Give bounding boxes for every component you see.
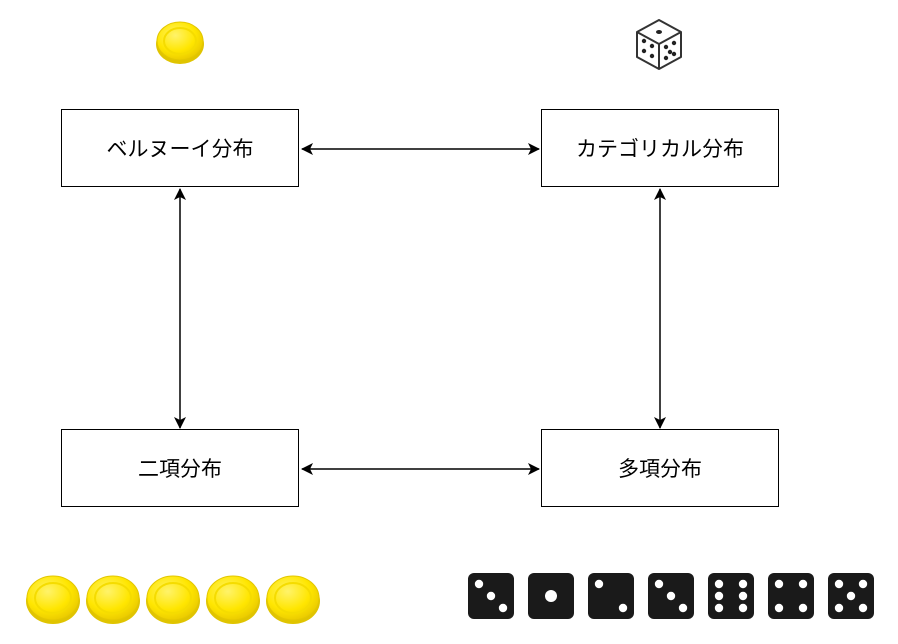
die-face-icon bbox=[828, 573, 874, 619]
die-face-icon bbox=[708, 573, 754, 619]
die-face-icon bbox=[588, 573, 634, 619]
node-binomial: 二項分布 bbox=[61, 429, 299, 507]
node-bernoulli: ベルヌーイ分布 bbox=[61, 109, 299, 187]
die-face-icon bbox=[768, 573, 814, 619]
node-label: ベルヌーイ分布 bbox=[106, 137, 254, 161]
die-face-icon bbox=[648, 573, 694, 619]
die-icon bbox=[636, 19, 682, 70]
coin-icon bbox=[266, 575, 320, 624]
coin-icon bbox=[146, 575, 200, 624]
node-label: 二項分布 bbox=[138, 457, 222, 481]
node-multinomial: 多項分布 bbox=[541, 429, 779, 507]
coin-icon bbox=[26, 575, 80, 624]
node-label: カテゴリカル分布 bbox=[576, 137, 744, 161]
coin-icon bbox=[86, 575, 140, 624]
node-categorical: カテゴリカル分布 bbox=[541, 109, 779, 187]
coin-row bbox=[26, 575, 320, 624]
die-face-icon bbox=[528, 573, 574, 619]
dice-row bbox=[468, 573, 874, 619]
node-label: 多項分布 bbox=[618, 457, 702, 481]
coin-icon bbox=[206, 575, 260, 624]
die-face-icon bbox=[468, 573, 514, 619]
coin-icon bbox=[156, 21, 204, 64]
